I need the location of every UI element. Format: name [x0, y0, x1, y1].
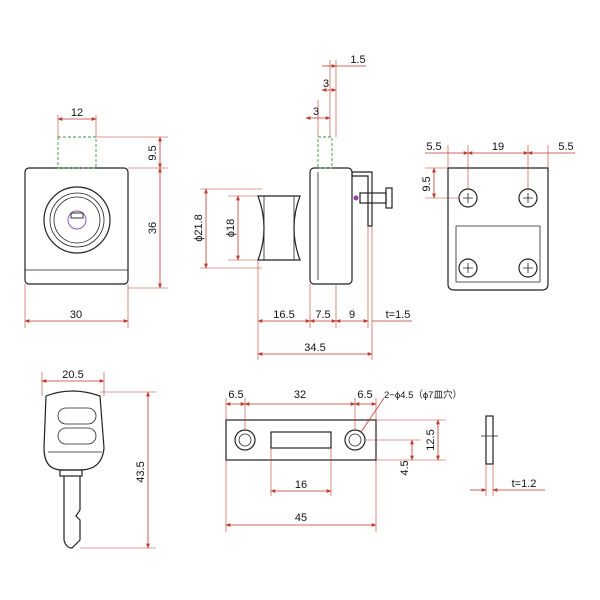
key-grip-upper [57, 407, 97, 425]
label-key-length: 43.5 [135, 461, 147, 482]
strike-view: 6.5 32 6.5 2−ϕ4.5（ϕ7皿穴） 16 45 12.5 4.5 [225, 389, 462, 532]
lock-body-outline [24, 167, 129, 285]
plate-view: 5.5 19 5.5 9.5 [421, 141, 575, 291]
label-key-width: 20.5 [62, 369, 83, 381]
strike-plate-outline [225, 419, 377, 461]
hole-callout-leader [360, 397, 385, 433]
label-7-5: 7.5 [315, 309, 330, 321]
label-strike-overall: 45 [295, 512, 307, 524]
label-top-3-a: 3 [323, 78, 329, 90]
label-body-height: 36 [147, 222, 159, 234]
strike-edge-outline [485, 415, 494, 465]
side-hidden-outline [317, 136, 333, 169]
label-plate-span: 19 [492, 141, 504, 153]
countersunk-hole-icon [344, 429, 366, 451]
phillips-screw-icon [458, 188, 478, 208]
label-outer-diameter: ϕ21.8 [193, 214, 205, 242]
phillips-screw-icon [518, 188, 538, 208]
label-strike-center: 32 [294, 389, 306, 401]
side-pivot-point [353, 195, 359, 201]
label-strike-height: 12.5 [425, 429, 437, 450]
label-strike-slot: 16 [295, 479, 307, 491]
phillips-screw-icon [458, 258, 478, 278]
keyway-slot [70, 212, 84, 219]
countersunk-hole-icon [234, 429, 256, 451]
label-top-1-5: 1.5 [350, 54, 365, 66]
label-34-5: 34.5 [304, 342, 325, 354]
label-body-width: 30 [70, 309, 82, 321]
strike-edge-view: t=1.2 [470, 415, 545, 496]
label-cylinder-protrusion: 9.5 [147, 145, 159, 160]
label-16-5: 16.5 [273, 309, 294, 321]
key-grip-lower [57, 427, 97, 445]
side-screw-shank [359, 192, 387, 204]
key-view: 20.5 43.5 [41, 369, 156, 549]
side-body-outline [309, 167, 353, 285]
front-view: 12 9.5 36 30 [24, 107, 168, 328]
cylinder-face-inner [53, 196, 101, 244]
key-blade [63, 476, 81, 549]
key-head-outline [43, 390, 105, 471]
label-strike-thickness: t=1.2 [512, 478, 537, 490]
phillips-screw-icon [518, 258, 538, 278]
side-view: 1.5 3 3 ϕ21.8 ϕ18 16.5 7.5 9 t=1.5 34.5 [193, 54, 412, 360]
cylinder-spool-outline [257, 195, 301, 261]
label-strike-left: 6.5 [228, 389, 243, 401]
label-top-3-b: 3 [313, 106, 319, 118]
label-cylinder-width: 12 [71, 107, 83, 119]
side-screw-head [385, 187, 393, 209]
cylinder-face-ring [49, 192, 105, 248]
label-inner-diameter: ϕ18 [225, 219, 237, 237]
label-side-thickness: t=1.5 [386, 309, 411, 321]
plate-outline [447, 167, 549, 291]
strike-slot [270, 431, 332, 449]
cylinder-hidden-outline [57, 136, 97, 169]
label-hole-callout: 2−ϕ4.5（ϕ7皿穴） [384, 389, 462, 401]
label-strike-offset: 4.5 [399, 460, 411, 475]
label-plate-height: 9.5 [421, 176, 433, 191]
keyhole-icon [67, 210, 87, 230]
label-strike-right: 6.5 [357, 389, 372, 401]
label-plate-left: 5.5 [426, 141, 441, 153]
label-plate-right: 5.5 [558, 141, 573, 153]
label-9: 9 [349, 309, 355, 321]
cylinder-face-outer [43, 186, 111, 254]
